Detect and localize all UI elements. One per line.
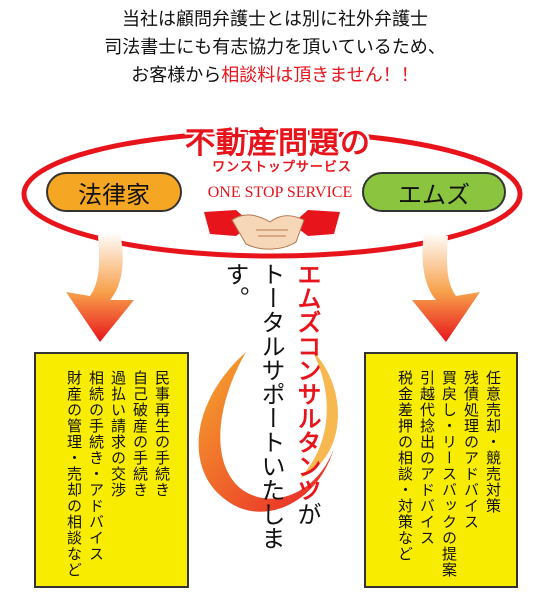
one-stop-service-label: ONE STOP SERVICE — [207, 184, 353, 201]
intro-line-3-highlight: 相談料は頂きません！！ — [221, 65, 419, 86]
intro-line-1: 当社は顧問弁護士とは別に社外弁護士 — [122, 9, 428, 30]
company-name: エムズコンサルタンツ — [293, 262, 321, 502]
center-line-2: トータルサポートいたします。 — [221, 262, 285, 550]
left-arrow — [66, 232, 134, 342]
list-item: 財産の管理・売却の相談など — [65, 370, 83, 578]
list-item: 自己破産の手続き — [131, 370, 149, 498]
center-line-1-suffix: が — [293, 502, 321, 526]
list-item: 残債処理のアドバイス — [462, 370, 480, 530]
list-item: 民事再生の手続き — [153, 370, 171, 498]
intro-text: 当社は顧問弁護士とは別に社外弁護士 司法書士にも有志協力を頂いているため、 お客… — [0, 6, 550, 90]
ems-services-box: 任意売却・競売対策 残債処理のアドバイス 買戻し・リースバックの提案 引越代捻出… — [364, 352, 518, 588]
list-item: 過払い請求の交渉 — [109, 370, 127, 498]
ems-services-list: 任意売却・競売対策 残債処理のアドバイス 買戻し・リースバックの提案 引越代捻出… — [394, 370, 504, 578]
ems-pill: エムズ — [362, 172, 506, 212]
list-item: 買戻し・リースバックの提案 — [440, 370, 458, 578]
list-item: 任意売却・競売対策 — [484, 370, 502, 514]
lawyer-services-box: 民事再生の手続き 自己破産の手続き 過払い請求の交渉 相続の手続き・アドバイス … — [34, 352, 189, 588]
swirl-inner — [300, 350, 338, 478]
lawyer-services-list: 民事再生の手続き 自己破産の手続き 過払い請求の交渉 相続の手続き・アドバイス … — [63, 370, 173, 578]
lawyer-pill: 法律家 — [46, 172, 182, 212]
list-item: 引越代捻出のアドバイス — [418, 370, 436, 546]
intro-line-3-prefix: お客様から — [131, 65, 222, 86]
intro-line-2: 司法書士にも有志協力を頂いているため、 — [104, 37, 446, 58]
title-sub: ワンストップサービス — [212, 160, 352, 175]
total-support-message: エムズコンサルタンツが トータルサポートいたします。 — [221, 262, 325, 592]
list-item: 税金差押の相談・対策など — [396, 370, 414, 562]
intro-line-3: お客様から相談料は頂きません！！ — [0, 62, 550, 90]
title-main: 不動産問題の — [185, 126, 371, 161]
handshake-icon — [204, 210, 340, 250]
right-arrow — [412, 232, 480, 342]
list-item: 相続の手続き・アドバイス — [87, 370, 105, 562]
center-line-1: エムズコンサルタンツが — [289, 262, 325, 592]
service-ellipse — [21, 129, 523, 259]
